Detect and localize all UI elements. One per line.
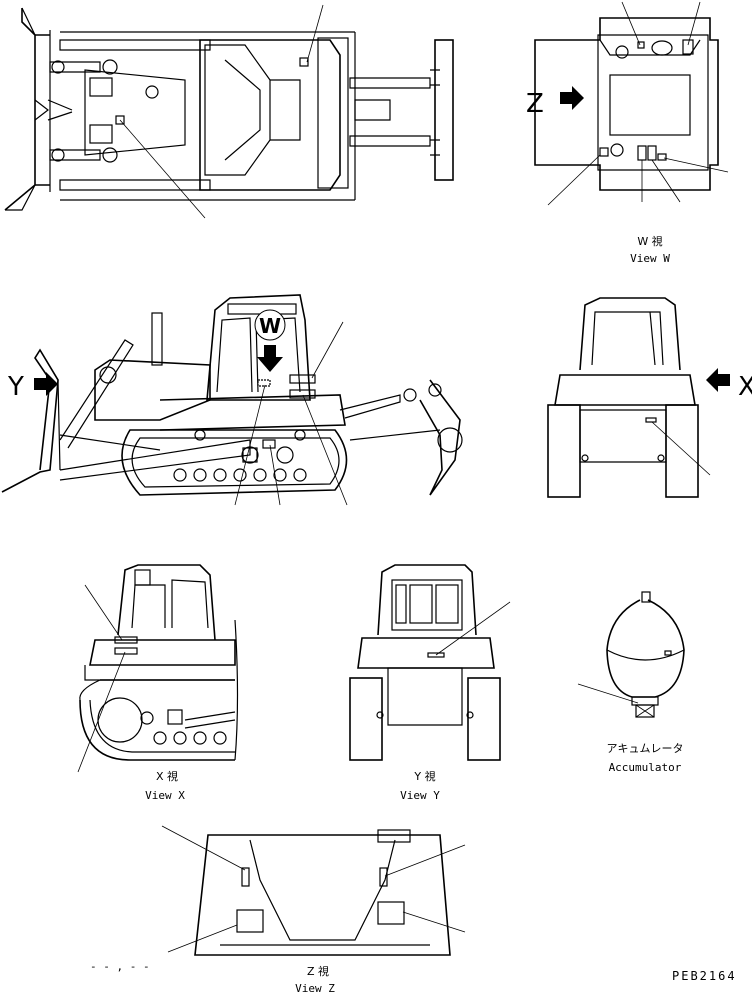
side-view-dozer: Y W: [1, 294, 463, 506]
view-x-partial-drawing: [77, 564, 239, 773]
arrow-z-icon: [560, 86, 584, 110]
view-y-caption-en: View Y: [400, 789, 440, 802]
view-w-caption-jp: W 視: [637, 234, 662, 248]
arrow-w-icon: [257, 345, 283, 372]
view-y-caption-jp: Y 視: [413, 769, 435, 783]
accumulator-drawing: [577, 591, 685, 718]
arrow-y-label: Y: [7, 372, 24, 402]
arrow-y-icon: [34, 372, 58, 396]
track-rollers: [173, 429, 307, 482]
view-x-caption-en: View X: [145, 789, 185, 802]
drawing-code: PEB2164: [672, 969, 737, 983]
view-z-caption-jp: Z 視: [307, 964, 329, 978]
top-view-dozer: [4, 4, 454, 219]
accumulator-label-jp: アキュムレータ: [607, 742, 684, 755]
arrow-w-label: W: [259, 314, 281, 338]
arrow-x-label: X: [738, 372, 752, 402]
view-y-front-drawing: [349, 564, 511, 761]
arrow-z-label: Z: [526, 89, 544, 119]
view-z-drawing: [161, 825, 466, 956]
accumulator-label-en: Accumulator: [609, 761, 682, 774]
view-w-caption-en: View W: [630, 252, 670, 265]
arrow-x-icon: [706, 368, 730, 392]
footnote-text: - - , - -: [90, 960, 150, 973]
view-z-caption-en: View Z: [295, 982, 335, 994]
view-x-caption-jp: X 視: [156, 769, 178, 783]
view-x-rear-drawing: X: [547, 297, 752, 498]
view-w-drawing: Z: [526, 1, 729, 206]
